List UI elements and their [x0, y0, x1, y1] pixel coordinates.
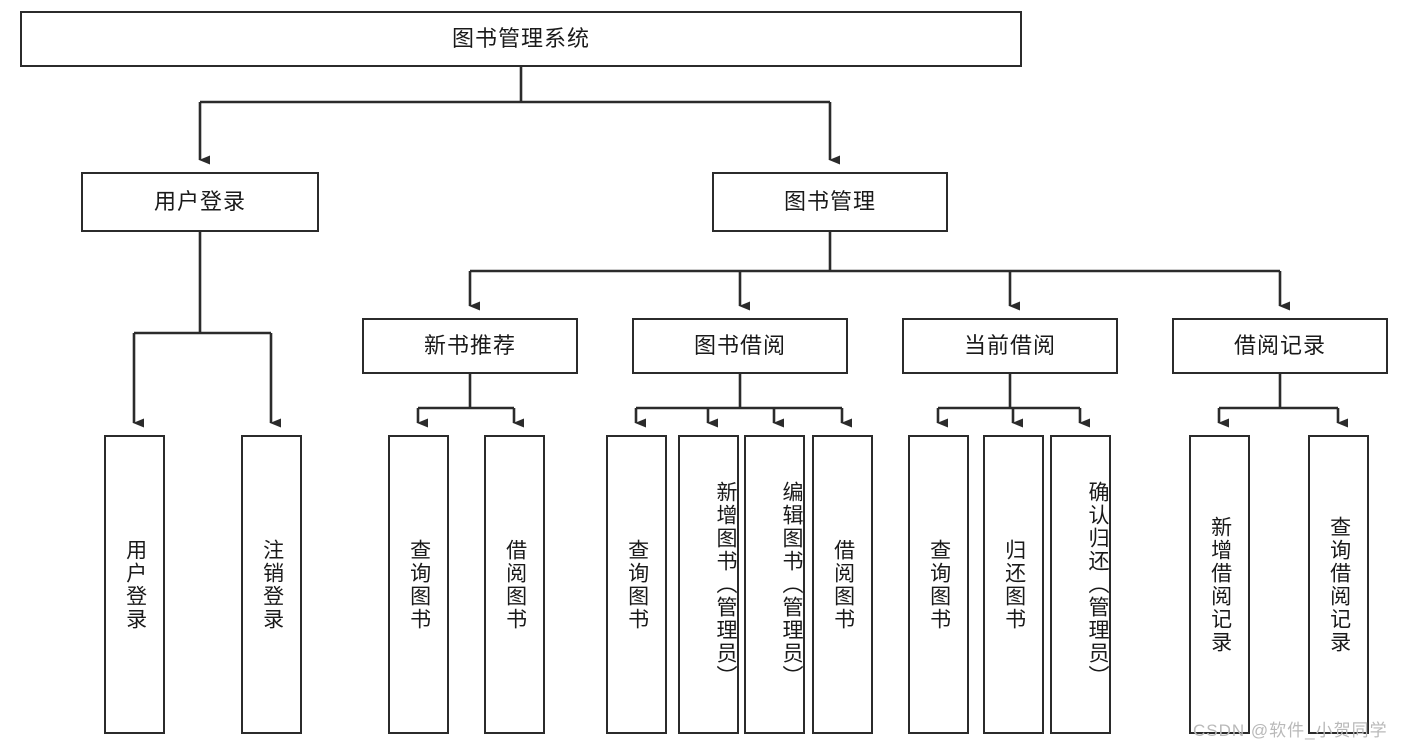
- leaf-node[interactable]: 查询图书: [908, 435, 969, 734]
- node-book-management[interactable]: 图书管理: [712, 172, 948, 232]
- leaf-node[interactable]: 查询借阅记录: [1308, 435, 1369, 734]
- node-current-borrow[interactable]: 当前借阅: [902, 318, 1118, 374]
- node-label: 图书管理: [783, 188, 876, 214]
- node-label: 新增图书（管理员）: [714, 481, 737, 688]
- node-label: 当前借阅: [963, 332, 1056, 358]
- node-label: 查询图书: [407, 538, 431, 631]
- node-borrow-record[interactable]: 借阅记录: [1172, 318, 1388, 374]
- node-user-login[interactable]: 用户登录: [81, 172, 319, 232]
- leaf-node[interactable]: 用户登录: [104, 435, 165, 734]
- leaf-node[interactable]: 新增图书（管理员）: [678, 435, 739, 734]
- leaf-node[interactable]: 确认归还（管理员）: [1050, 435, 1111, 734]
- node-label: 借阅记录: [1233, 332, 1326, 358]
- node-label: 注销登录: [260, 538, 284, 631]
- node-label: 查询图书: [625, 538, 649, 631]
- leaf-node[interactable]: 归还图书: [983, 435, 1044, 734]
- node-label: 借阅图书: [831, 538, 855, 631]
- leaf-node[interactable]: 查询图书: [606, 435, 667, 734]
- node-label: 查询图书: [927, 538, 951, 631]
- node-label: 编辑图书（管理员）: [780, 481, 803, 688]
- node-new-book-recommend[interactable]: 新书推荐: [362, 318, 578, 374]
- leaf-node[interactable]: 新增借阅记录: [1189, 435, 1250, 734]
- node-label: 归还图书: [1002, 538, 1026, 631]
- csdn-watermark: CSDN @软件_小贺同学: [1193, 721, 1388, 740]
- node-book-borrow[interactable]: 图书借阅: [632, 318, 848, 374]
- node-label: 查询借阅记录: [1327, 515, 1351, 654]
- node-label: 用户登录: [123, 538, 147, 631]
- leaf-node[interactable]: 借阅图书: [484, 435, 545, 734]
- node-root-system[interactable]: 图书管理系统: [20, 11, 1022, 67]
- leaf-node[interactable]: 借阅图书: [812, 435, 873, 734]
- node-label: 新增借阅记录: [1208, 515, 1232, 654]
- node-label: 图书借阅: [693, 332, 786, 358]
- leaf-node[interactable]: 编辑图书（管理员）: [744, 435, 805, 734]
- leaf-node[interactable]: 查询图书: [388, 435, 449, 734]
- leaf-node[interactable]: 注销登录: [241, 435, 302, 734]
- node-label: 用户登录: [153, 188, 246, 214]
- node-label: 确认归还（管理员）: [1086, 481, 1109, 688]
- node-label: 图书管理系统: [451, 25, 590, 51]
- node-label: 新书推荐: [423, 332, 516, 358]
- node-label: 借阅图书: [503, 538, 527, 631]
